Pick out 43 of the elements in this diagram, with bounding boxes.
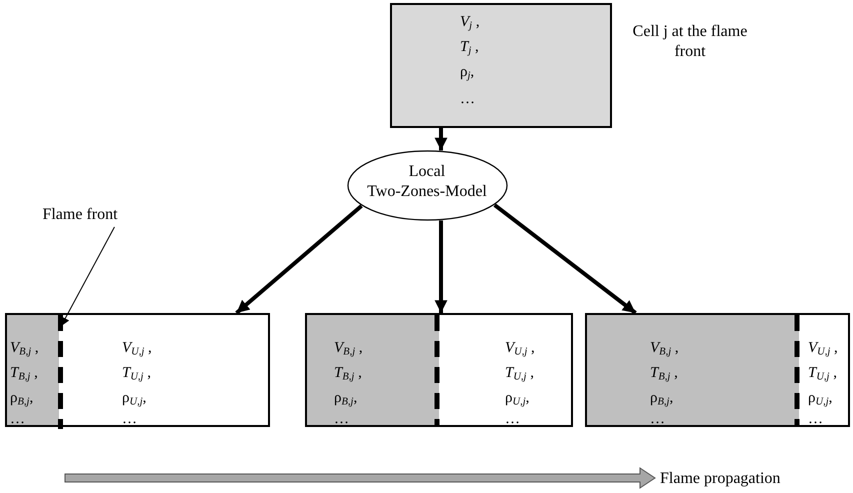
- cell-box: [5, 313, 270, 427]
- flame-front-line: [58, 315, 63, 429]
- variable-label: V$_{j}$ ,: [460, 13, 480, 34]
- variable-label: V$_{B,j}$ ,: [10, 339, 39, 360]
- variable-label: ρ$_{B,j}$,: [10, 389, 34, 410]
- variable-label: …: [334, 410, 349, 429]
- variable-label: V$_{U,j}$ ,: [505, 339, 535, 360]
- model-ellipse: [347, 150, 508, 221]
- flame-front-label: Flame front: [41, 205, 119, 225]
- propagation-label: Flame propagation: [660, 469, 780, 489]
- variable-label: T$_{U,j}$ ,: [808, 364, 837, 385]
- cell-box: [305, 313, 573, 427]
- cell-box: [390, 3, 612, 128]
- cell-box: [585, 313, 850, 427]
- variable-label: ρ$_{U,j}$,: [122, 389, 146, 410]
- variable-label: …: [10, 410, 25, 429]
- variable-label: ρ$_{B,j}$,: [334, 389, 358, 410]
- variable-label: ρ$_{j}$,: [460, 63, 474, 84]
- variable-label: …: [505, 410, 520, 429]
- variable-label: V$_{B,j}$ ,: [650, 339, 679, 360]
- variable-label: T$_{B,j}$ ,: [650, 364, 678, 385]
- model-label: Local Two-Zones-Model: [367, 162, 487, 202]
- variable-label: T$_{B,j}$ ,: [10, 364, 38, 385]
- variable-label: ρ$_{U,j}$,: [808, 389, 832, 410]
- variable-label: …: [122, 410, 137, 429]
- arrow: [235, 204, 363, 315]
- variable-label: ρ$_{B,j}$,: [650, 389, 674, 410]
- arrow: [493, 203, 637, 315]
- variable-label: T$_{j}$ ,: [460, 38, 479, 59]
- variable-label: T$_{U,j}$ ,: [505, 364, 534, 385]
- leader-line: [60, 226, 115, 327]
- variable-label: V$_{U,j}$ ,: [122, 339, 152, 360]
- arrow: [434, 128, 448, 150]
- variable-label: …: [460, 90, 475, 109]
- cell-caption: Cell j at the flame front: [632, 22, 748, 62]
- variable-label: T$_{U,j}$ ,: [122, 364, 151, 385]
- arrow: [434, 220, 448, 313]
- variable-label: V$_{U,j}$ ,: [808, 339, 838, 360]
- variable-label: V$_{B,j}$ ,: [334, 339, 363, 360]
- variable-label: …: [808, 410, 823, 429]
- variable-label: T$_{B,j}$ ,: [334, 364, 362, 385]
- variable-label: ρ$_{U,j}$,: [505, 389, 530, 410]
- variable-label: …: [650, 410, 665, 429]
